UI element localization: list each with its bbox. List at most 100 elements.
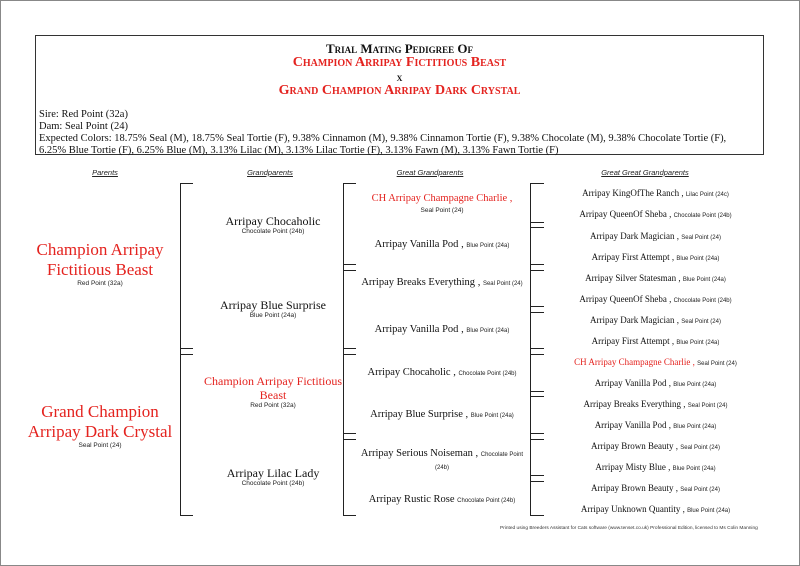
bracket-tick	[343, 354, 356, 355]
great-great-grandparent-14: Arripay Misty Blue , Blue Point (24a)	[595, 462, 716, 472]
bracket-tick	[530, 481, 544, 482]
header-title: Trial Mating Pedigree Of	[325, 41, 474, 56]
great-grandparent-1: CH Arripay Champagne Charlie , Seal Poin…	[357, 193, 527, 217]
grandparent-name: Arripay Chocaholic	[225, 214, 321, 228]
column-header-great-grandparents: Great Grandparents	[396, 168, 464, 177]
grandparent-name: Champion Arripay Fictitious Beast	[204, 374, 342, 402]
ggg-color: Blue Point (24a)	[672, 466, 716, 472]
ggg-color: Seal Point (24)	[681, 235, 721, 241]
great-great-grandparent-12: Arripay Vanilla Pod , Blue Point (24a)	[594, 420, 717, 430]
header-cross-x: x	[396, 70, 403, 84]
great-great-grandparent-7: Arripay Dark Magician , Seal Point (24)	[590, 315, 721, 325]
bracket-tick	[180, 348, 193, 349]
ggg-color: Blue Point (24a)	[687, 508, 731, 514]
ggg-name: Arripay Brown Beauty	[591, 441, 674, 451]
sire-color-line: Sire: Red Point (32a)	[39, 109, 128, 120]
great-grandparent-color: Blue Point (24a)	[470, 413, 514, 419]
bracket-tick	[530, 354, 544, 355]
ggg-name: Arripay Vanilla Pod	[594, 378, 667, 388]
bracket-tick	[343, 439, 356, 440]
ggg-name: Arripay QueenOf Sheba	[579, 209, 667, 219]
bracket-tick	[343, 270, 356, 271]
great-grandparent-7: Arripay Serious Noiseman , Chocolate Poi…	[360, 448, 524, 471]
grandparent-3: Champion Arripay Fictitious Beast Red Po…	[198, 374, 348, 409]
ggg-color: Lilac Point (24c)	[685, 192, 729, 198]
great-grandparent-color: Chocolate Point (24b)	[457, 498, 516, 504]
bracket-tick	[530, 270, 544, 271]
grandparent-color: Blue Point (24a)	[249, 312, 297, 319]
great-great-grandparent-1: Arripay KingOfThe Ranch , Lilac Point (2…	[582, 188, 729, 198]
grandparent-color: Red Point (32a)	[250, 402, 296, 409]
bracket-tick	[343, 348, 356, 349]
bracket-tick	[530, 433, 544, 434]
bracket-tick	[530, 439, 544, 440]
bracket-line-great-grandparents	[530, 183, 531, 516]
bracket-tick	[343, 515, 356, 516]
bracket-tick	[530, 222, 544, 223]
great-grandparent-color: Chocolate Point (24b)	[458, 371, 517, 377]
bracket-tick	[180, 354, 193, 355]
bracket-tick	[343, 183, 356, 184]
bracket-tick	[530, 515, 544, 516]
ggg-name: Arripay Breaks Everything	[583, 399, 682, 409]
parent-name: Grand Champion Arripay Dark Crystal	[27, 402, 173, 441]
great-grandparent-color: Seal Point (24)	[482, 281, 523, 287]
ggg-color: Blue Point (24a)	[673, 424, 717, 430]
great-great-grandparent-11: Arripay Breaks Everything , Seal Point (…	[583, 399, 728, 409]
great-grandparent-6: Arripay Blue Surprise , Blue Point (24a)	[370, 409, 514, 420]
bracket-tick	[180, 515, 193, 516]
grandparent-2: Arripay Blue Surprise Blue Point (24a)	[198, 298, 348, 319]
column-header-great-great-grandparents: Great Great Grandparents	[601, 168, 689, 177]
ggg-name: Arripay Misty Blue	[595, 462, 666, 472]
parent-dam: Grand Champion Arripay Dark Crystal Seal…	[20, 402, 180, 449]
great-great-grandparent-13: Arripay Brown Beauty , Seal Point (24)	[591, 441, 720, 451]
header-dam-name: Grand Champion Arripay Dark Crystal	[278, 83, 521, 98]
ggg-color: Chocolate Point (24b)	[673, 298, 732, 304]
great-grandparent-color: Blue Point (24a)	[466, 328, 510, 334]
bracket-line-grandparents	[343, 183, 344, 516]
great-great-grandparent-10: Arripay Vanilla Pod , Blue Point (24a)	[594, 378, 717, 388]
grandparent-4: Arripay Lilac Lady Chocolate Point (24b)	[198, 466, 348, 487]
column-header-grandparents: Grandparents	[247, 168, 293, 177]
dam-color-line: Dam: Seal Point (24)	[39, 121, 128, 132]
header-sire-name: Champion Arripay Fictitious Beast	[292, 55, 507, 70]
bracket-tick	[530, 396, 544, 397]
ggg-color: Seal Point (24)	[680, 445, 720, 451]
ggg-color: Seal Point (24)	[681, 319, 721, 325]
great-great-grandparent-5: Arripay Silver Statesman , Blue Point (2…	[585, 273, 726, 283]
expected-colors-line2: 6.25% Blue Tortie (F), 6.25% Blue (M), 3…	[39, 145, 559, 156]
parent-sire: Champion Arripay Fictitious Beast Red Po…	[20, 240, 180, 287]
great-great-grandparent-3: Arripay Dark Magician , Seal Point (24)	[590, 231, 721, 241]
great-grandparent-color: Seal Point (24)	[420, 207, 464, 214]
great-great-grandparent-16: Arripay Unknown Quantity , Blue Point (2…	[580, 504, 731, 514]
great-grandparent-color: Chocolate Point (24b)	[434, 452, 524, 471]
bracket-tick	[343, 433, 356, 434]
ggg-color: Seal Point (24)	[687, 403, 728, 409]
great-grandparent-name: Arripay Rustic Rose	[368, 494, 455, 505]
software-footer-note: Printed using Breeders Assistant for Cat…	[500, 526, 758, 531]
great-grandparent-color: Blue Point (24a)	[466, 243, 510, 249]
bracket-tick	[530, 475, 544, 476]
ggg-color: Seal Point (24)	[680, 487, 720, 493]
great-grandparent-name: Arripay Vanilla Pod	[374, 239, 459, 250]
bracket-tick	[530, 227, 544, 228]
parent-color: Red Point (32a)	[77, 280, 123, 287]
great-grandparent-8: Arripay Rustic Rose Chocolate Point (24b…	[357, 494, 527, 507]
pedigree-header-box: Trial Mating Pedigree Of Champion Arripa…	[35, 35, 764, 156]
great-grandparent-3: Arripay Breaks Everything , Seal Point (…	[361, 277, 523, 288]
grandparent-color: Chocolate Point (24b)	[241, 480, 305, 487]
great-great-grandparent-8: Arripay First Attempt , Blue Point (24a)	[591, 336, 720, 346]
great-grandparent-name: Arripay Serious Noiseman	[360, 448, 473, 459]
ggg-name: CH Arripay Champagne Charlie	[574, 357, 691, 367]
bracket-tick	[530, 306, 544, 307]
expected-colors-line1: Expected Colors: 18.75% Seal (M), 18.75%…	[39, 133, 727, 144]
grandparent-color: Chocolate Point (24b)	[241, 228, 305, 235]
bracket-tick	[530, 183, 544, 184]
ggg-name: Arripay Silver Statesman	[585, 273, 677, 283]
bracket-tick	[180, 183, 193, 184]
great-grandparent-name: Arripay Blue Surprise	[370, 409, 463, 420]
great-great-grandparent-9: CH Arripay Champagne Charlie , Seal Poin…	[574, 357, 737, 367]
great-grandparent-name: Arripay Chocaholic	[367, 367, 451, 378]
ggg-color: Blue Point (24a)	[676, 340, 720, 346]
ggg-color: Seal Point (24)	[697, 361, 737, 367]
